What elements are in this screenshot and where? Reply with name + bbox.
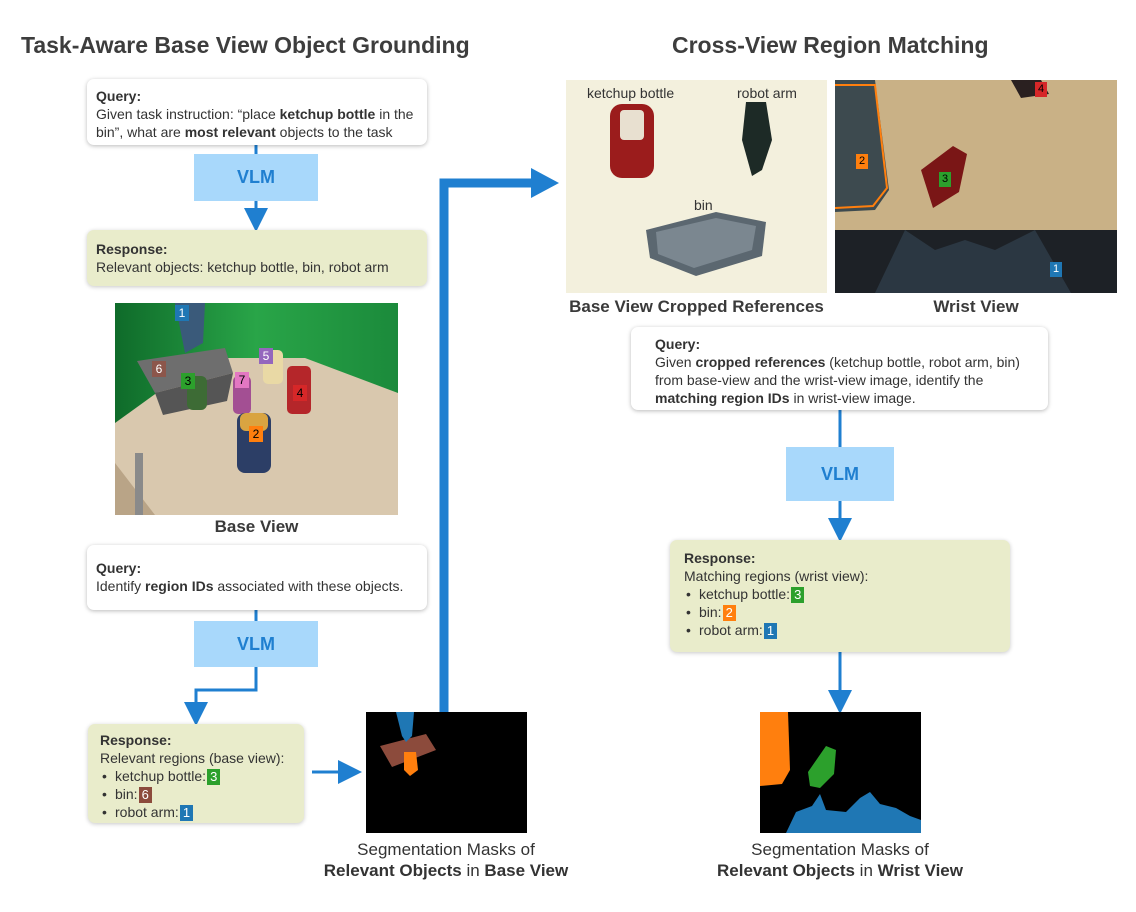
wrist-view-caption: Wrist View [933,297,1019,316]
arrow-seg-to-cross-view-head [531,168,559,198]
seg-caption-line1: Segmentation Masks of [357,840,535,859]
seg-caption-bold-objects: Relevant Objects [323,861,462,880]
cropped-references-panel: ketchup bottle robot arm bin [566,80,827,293]
query-heading: Query: [96,560,142,576]
response-box-matching: Response: Matching regions (wrist view):… [670,540,1010,652]
seg-caption-bold-view: Wrist View [877,861,963,880]
list-item-label: ketchup bottle: [699,586,791,602]
response-box-regions: Response: Relevant regions (base view): … [88,724,304,823]
query-text: objects to the task [275,124,393,140]
base-seg-caption: Segmentation Masks of Relevant Objects i… [306,839,586,881]
query-text: in the bin”, what are [96,106,414,140]
matching-list: ketchup bottle:3 bin:2 robot arm:1 [684,585,996,639]
query-box-matching: Query: Given cropped references (ketchup… [631,327,1048,410]
response-heading: Response: [684,550,756,566]
response-text: Relevant objects: ketchup bottle, bin, r… [96,259,389,275]
seg-caption-bold-view: Base View [484,861,569,880]
arrow-seg-to-cross-view [439,178,534,712]
wrist-seg-mask-image [760,712,921,833]
seg-caption-bold-objects: Relevant Objects [717,861,855,880]
query-bold-ketchup: ketchup bottle [279,106,376,122]
region-id-badge: 3 [181,373,195,389]
list-item-label: robot arm: [115,804,179,820]
region-id-tag: 1 [763,623,778,639]
list-item: robot arm:1 [100,803,292,821]
region-id-badge: 1 [1050,262,1062,277]
base-seg-mask-image [366,712,527,833]
query-text: in wrist-view image. [789,390,916,406]
query-text: (ketchup bottle, robot arm, bin) from ba… [655,354,1020,388]
query-text: Given [655,354,696,370]
seg-caption-mid: in [461,861,485,880]
response-intro: Matching regions (wrist view): [684,568,869,584]
arrow-vlm2-to-response2 [184,667,258,726]
list-item-label: bin: [699,604,722,620]
region-id-badge: 7 [235,372,249,388]
base-view-image: 1 2 3 4 5 6 7 [115,303,398,515]
query-bold-relevant: most relevant [184,124,276,140]
list-item: bin:2 [684,603,996,621]
response-intro: Relevant regions (base view): [100,750,285,766]
seg-caption-mid: in [854,861,878,880]
region-id-badge: 2 [856,154,868,169]
list-item: robot arm:1 [684,621,996,639]
region-id-tag: 3 [791,587,805,603]
ref-label-bin: bin [694,197,713,213]
query-heading: Query: [96,88,142,104]
wrist-view-image: 1 2 3 4 [835,80,1117,293]
response-heading: Response: [96,241,168,257]
base-view-caption: Base View [214,517,299,536]
query-bold-region-ids: matching region IDs [655,390,790,406]
seg-caption-line1: Segmentation Masks of [751,840,929,859]
query-box-task: Query: Given task instruction: “place ke… [87,79,427,145]
list-item-label: bin: [115,786,138,802]
query-bold-region-ids: region IDs [145,578,214,594]
region-id-tag: 6 [138,787,152,803]
list-item: bin:6 [100,785,292,803]
region-id-badge: 4 [1035,82,1047,97]
left-title: Task-Aware Base View Object Grounding [21,32,470,58]
ref-label-arm: robot arm [737,85,797,101]
response-box-objects: Response: Relevant objects: ketchup bott… [87,230,427,286]
list-item: ketchup bottle:3 [100,767,292,785]
region-id-badge: 5 [259,348,273,364]
query-text: associated with these objects. [213,578,404,594]
query-text: Identify [96,578,146,594]
region-id-badge: 2 [249,426,263,442]
ref-caption: Base View Cropped References [569,297,824,316]
region-id-badge: 4 [293,385,307,401]
list-item-label: robot arm: [699,622,763,638]
region-id-badge: 6 [152,361,166,377]
region-list: ketchup bottle:3 bin:6 robot arm:1 [100,767,292,821]
list-item-label: ketchup bottle: [115,768,207,784]
wrist-seg-caption: Segmentation Masks of Relevant Objects i… [700,839,980,881]
region-id-badge: 1 [175,305,189,321]
query-text: Given task instruction: “place [96,106,280,122]
query-heading: Query: [655,336,701,352]
vlm-box-1: VLM [194,154,318,201]
region-id-tag: 3 [207,769,221,785]
region-id-badge: 3 [939,172,951,187]
query-bold-references: cropped references [695,354,826,370]
response-heading: Response: [100,732,172,748]
vlm-box-2: VLM [194,621,318,667]
ref-label-ketchup: ketchup bottle [587,85,675,101]
vlm-box-3: VLM [786,447,894,501]
region-id-tag: 1 [179,805,194,821]
right-title: Cross-View Region Matching [672,32,989,58]
query-box-region-ids: Query: Identify region IDs associated wi… [87,545,427,610]
region-id-tag: 2 [722,605,736,621]
list-item: ketchup bottle:3 [684,585,996,603]
